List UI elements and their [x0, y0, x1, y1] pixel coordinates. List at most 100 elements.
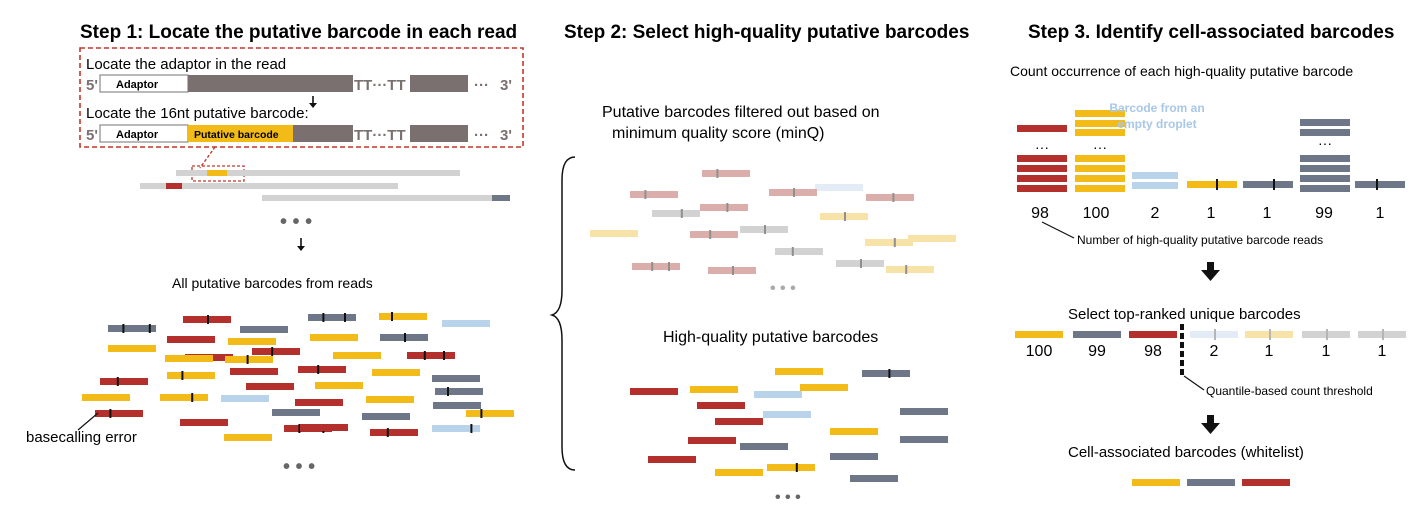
barcode-bar: [866, 194, 914, 201]
barcode-bar: [95, 410, 143, 417]
filtered-caption-line2: minimum quality score (minQ): [612, 125, 824, 142]
whitelist-barcode-bar: [1242, 479, 1290, 486]
barcode-bar: [240, 326, 288, 333]
count-stack-bar: [1017, 125, 1067, 132]
error-mark: [1376, 179, 1378, 190]
error-mark: [709, 230, 712, 239]
error-mark: [905, 265, 908, 274]
barcode-bar: [700, 204, 748, 211]
ranked-count-2: 98: [1144, 343, 1162, 360]
barcode-bar: [632, 263, 680, 270]
error-mark: [1273, 179, 1275, 190]
adaptor-label: Adaptor: [116, 79, 159, 91]
read-line: [176, 170, 460, 176]
error-mark: [764, 225, 766, 234]
barcode-count-5: 99: [1315, 205, 1333, 222]
stack-ellipsis: ···: [1093, 139, 1107, 155]
hq-barcodes-cluster: [630, 368, 948, 482]
error-mark: [391, 312, 393, 321]
error-mark: [271, 347, 274, 356]
barcode-bar: [108, 345, 156, 352]
error-mark: [793, 188, 795, 197]
poly-t-label: TT···TT: [354, 77, 406, 94]
barcode-count-4: 1: [1263, 205, 1272, 222]
count-stack-bar: [1300, 155, 1350, 162]
read-barcode: [207, 170, 227, 176]
error-mark: [732, 266, 734, 275]
barcode-bar: [366, 396, 414, 403]
barcode-bar: [690, 386, 738, 393]
barcode-bar: [298, 366, 346, 373]
read-body-segment: [188, 75, 353, 92]
count-stack-bar: [1075, 129, 1125, 136]
barcode-bar: [100, 378, 148, 385]
error-mark: [423, 351, 426, 360]
whitelist-caption: Cell-associated barcodes (whitelist): [1068, 444, 1304, 461]
hq-dots: • • •: [775, 489, 801, 506]
filtered-dots: • • •: [770, 280, 796, 297]
adaptor-caption: Locate the adaptor in the read: [86, 56, 286, 73]
barcode-bar: [246, 383, 294, 390]
error-mark: [148, 324, 151, 333]
whitelist-barcodes: [1132, 479, 1290, 486]
poly-t-label-2: TT···TT: [354, 127, 406, 144]
barcode-bar: [228, 338, 276, 345]
barcode-bar: [442, 320, 490, 327]
barcode-bar: [690, 231, 738, 238]
error-mark: [1214, 329, 1216, 340]
five-prime-label: 5': [86, 77, 98, 94]
error-mark: [344, 313, 346, 322]
threshold-label: Quantile-based count threshold: [1206, 384, 1373, 398]
putative-barcode-label: Putative barcode: [194, 129, 279, 141]
read-line: [140, 183, 398, 189]
barcode-bar: [82, 394, 130, 401]
barcode-bar: [754, 391, 802, 398]
barcode-bar: [160, 394, 208, 401]
count-stack-bar: [1300, 165, 1350, 172]
read-body-segment-2: [293, 125, 353, 142]
error-mark: [680, 209, 683, 218]
barcode-bar: [466, 410, 514, 417]
barcode-bar: [370, 429, 418, 436]
barcode-bar: [230, 368, 278, 375]
barcode-bar: [225, 356, 273, 363]
ranked-count-0: 100: [1026, 343, 1053, 360]
barcode-bar: [862, 370, 910, 377]
barcode-caption: Locate the 16nt putative barcode:: [86, 105, 309, 122]
count-stack-bar: [1075, 185, 1125, 192]
step2-title: Step 2: Select high-quality putative bar…: [564, 22, 969, 43]
error-mark: [892, 193, 895, 202]
error-mark: [109, 409, 112, 418]
barcode-bar: [652, 210, 700, 217]
read-tail-segment: [410, 75, 468, 92]
error-mark: [317, 365, 320, 374]
barcode-bar: [850, 475, 898, 482]
barcode-bar: [180, 419, 228, 426]
error-mark: [644, 190, 647, 199]
barcode-bar: [830, 428, 878, 435]
filtered-caption-line1: Putative barcodes filtered out based on: [602, 104, 880, 121]
read-tail-segment-2: [410, 125, 468, 142]
step2-brace: [549, 156, 576, 471]
ranked-barcode-bar: [1129, 331, 1177, 338]
barcode-bar: [221, 395, 269, 402]
barcode-bar: [688, 437, 736, 444]
barcode-bar: [300, 424, 348, 431]
error-mark: [207, 315, 209, 324]
ranked-count-1: 99: [1088, 343, 1106, 360]
error-mark: [795, 463, 798, 472]
filtered-barcodes-cluster: [590, 169, 956, 275]
read-barcode: [166, 183, 182, 189]
ranked-count-4: 1: [1265, 343, 1274, 360]
error-mark: [1269, 329, 1271, 340]
count-stack-bar: [1300, 129, 1350, 136]
barcode-bar: [767, 464, 815, 471]
barcode-bar: [630, 388, 678, 395]
barcode-bar: [908, 235, 956, 242]
count-stack-bar: [1017, 175, 1067, 182]
barcode-bar: [433, 402, 481, 409]
five-prime-label-2: 5': [86, 127, 98, 144]
read-ellipsis-2: ···: [474, 127, 489, 144]
counts-pointer: [1041, 221, 1075, 239]
